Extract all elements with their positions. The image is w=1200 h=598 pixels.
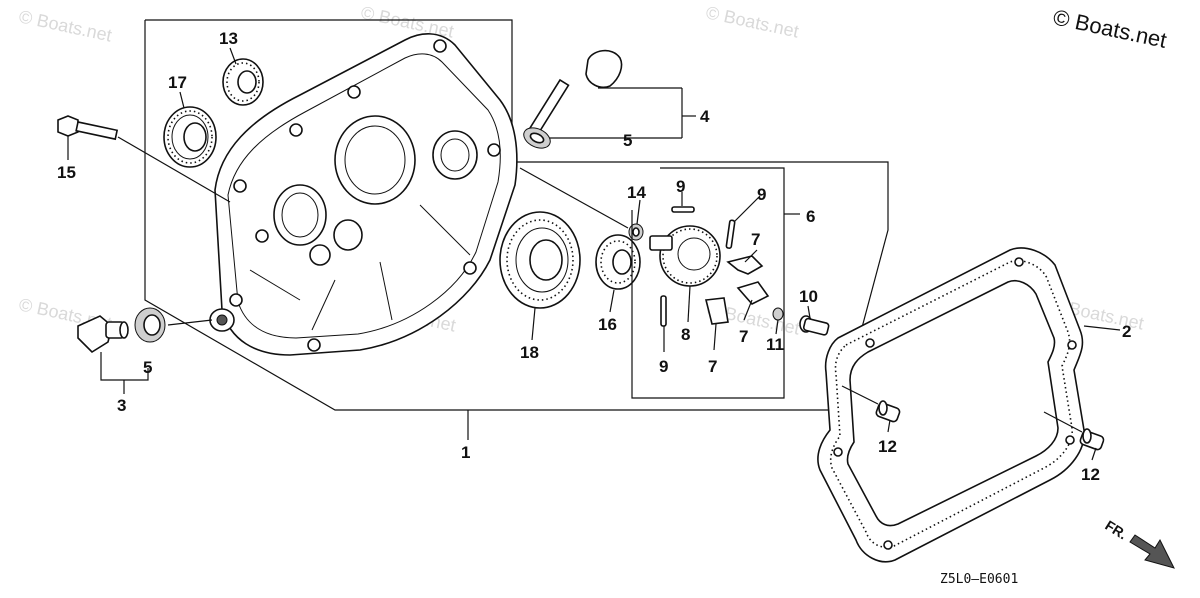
dowel-pins-12 xyxy=(841,385,1105,451)
o-ring-5-upper xyxy=(523,127,551,149)
pins-9 xyxy=(660,206,736,327)
watermark-top-left: © Boats.net xyxy=(17,6,113,45)
crankcase-cover xyxy=(209,33,518,356)
shaft-10 xyxy=(799,315,830,336)
callout-13: 13 xyxy=(219,29,238,48)
callout-18: 18 xyxy=(520,343,539,362)
callout-1: 1 xyxy=(461,443,470,462)
callout-14: 14 xyxy=(627,183,646,202)
bearing-13 xyxy=(222,58,264,106)
callout-9-top-left: 9 xyxy=(676,177,685,196)
callout-7-right: 7 xyxy=(739,327,748,346)
callout-12-right: 12 xyxy=(1081,465,1100,484)
gasket-2 xyxy=(817,247,1121,563)
washer-5-lower xyxy=(134,307,213,343)
callout-16: 16 xyxy=(598,315,617,334)
callout-2: 2 xyxy=(1122,322,1131,341)
group-bracket-1 xyxy=(144,19,889,440)
washer-11 xyxy=(772,307,784,321)
callout-15: 15 xyxy=(57,163,76,182)
diagram-code: Z5L0—E0601 xyxy=(940,572,1018,587)
leader-lines xyxy=(67,47,1097,461)
callout-8: 8 xyxy=(681,325,690,344)
callout-3: 3 xyxy=(117,396,126,415)
callout-11: 11 xyxy=(766,335,784,354)
bolt-15 xyxy=(57,115,231,203)
callout-17: 17 xyxy=(168,73,187,92)
group-bracket-6 xyxy=(631,167,800,399)
callout-5-lower: 5 xyxy=(143,358,152,377)
front-arrow-label: FR. xyxy=(1102,517,1130,543)
governor-holders-7 xyxy=(705,255,770,325)
watermark-top-right: © Boats.net xyxy=(704,2,800,41)
callout-7-top: 7 xyxy=(751,230,760,249)
callout-6: 6 xyxy=(806,207,815,226)
callout-9-top-right: 9 xyxy=(757,185,766,204)
bearing-16 xyxy=(595,234,641,290)
callout-4: 4 xyxy=(700,107,710,126)
bearing-17 xyxy=(163,106,217,168)
callout-labels: 1 2 3 4 5 5 6 7 7 7 8 9 9 9 10 11 12 12 … xyxy=(57,29,1131,484)
governor-gear xyxy=(649,225,721,287)
callout-5-upper: 5 xyxy=(623,131,632,150)
oil-filler-cap xyxy=(527,49,696,139)
callout-10: 10 xyxy=(799,287,818,306)
callout-9-bottom: 9 xyxy=(659,357,668,376)
drain-plug-3 xyxy=(77,315,149,394)
callout-12-left: 12 xyxy=(878,437,897,456)
bearing-18 xyxy=(499,211,581,309)
front-direction-arrow: FR. xyxy=(1102,517,1175,569)
callout-7-bottom: 7 xyxy=(708,357,717,376)
brand-logo: © Boats.net xyxy=(1051,4,1169,52)
